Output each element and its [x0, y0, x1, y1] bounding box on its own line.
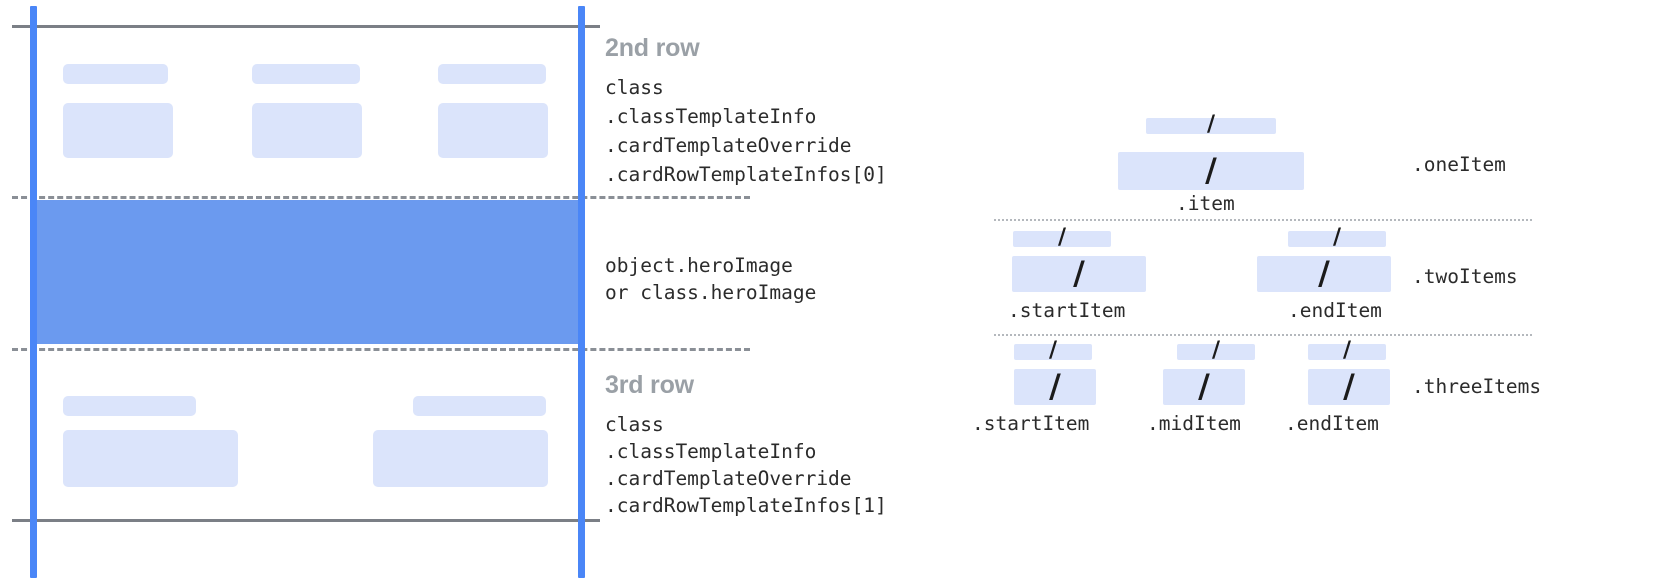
slash-glyph: / — [1198, 367, 1210, 405]
row3-code-line-1: class — [605, 413, 664, 436]
row2-code-line-1: class — [605, 76, 664, 99]
three-items-start-label-bar: / — [1014, 340, 1092, 362]
two-items-start-value-bar: / — [1012, 256, 1146, 292]
two-items-section-label: .twoItems — [1412, 265, 1518, 288]
card-top-rule — [12, 25, 600, 28]
three-items-end-value-bar: / — [1308, 369, 1390, 405]
row3-value-bar-1 — [63, 430, 238, 487]
one-item-section-label: .oneItem — [1412, 153, 1506, 176]
row2-label-bar-2 — [252, 64, 360, 84]
row2-label-bar-1 — [63, 64, 168, 84]
row2-code-line-3: .cardTemplateOverride — [605, 134, 852, 157]
hero-image-block — [33, 200, 583, 344]
one-item-value-bar: / — [1118, 152, 1304, 190]
row2-label-bar-3 — [438, 64, 546, 84]
two-items-end-value-bar: / — [1257, 256, 1391, 292]
two-items-end-label-bar: / — [1288, 227, 1386, 249]
row2-value-bar-2 — [252, 103, 362, 158]
section-divider-2 — [994, 334, 1532, 336]
slash-glyph: / — [1073, 254, 1085, 292]
hero-code-line-1: object.heroImage — [605, 254, 793, 277]
three-items-mid-value-bar: / — [1163, 369, 1245, 405]
slash-glyph: / — [1205, 151, 1217, 189]
hero-code-line-2: or class.heroImage — [605, 281, 817, 304]
row-separator-bottom — [12, 348, 750, 351]
row3-code-line-4: .cardRowTemplateInfos[1] — [605, 494, 887, 517]
two-items-start-label-bar: / — [1013, 227, 1111, 249]
slash-glyph: / — [1057, 225, 1067, 250]
left-edge-guide — [30, 6, 37, 578]
slash-glyph: / — [1049, 367, 1061, 405]
three-items-mid-label-bar: / — [1177, 340, 1255, 362]
three-items-start-value-bar: / — [1014, 369, 1096, 405]
slash-glyph: / — [1048, 338, 1058, 363]
slash-glyph: / — [1343, 367, 1355, 405]
section-divider-1 — [994, 219, 1532, 221]
three-items-end-label: .endItem — [1285, 412, 1379, 435]
one-item-label-bar: / — [1146, 114, 1276, 136]
slash-glyph: / — [1211, 338, 1221, 363]
three-items-mid-label: .midItem — [1147, 412, 1241, 435]
row2-code-line-4: .cardRowTemplateInfos[0] — [605, 163, 887, 186]
row3-label-bar-1 — [63, 396, 196, 416]
slash-glyph: / — [1342, 338, 1352, 363]
row2-value-bar-3 — [438, 103, 548, 158]
row3-value-bar-2 — [373, 430, 548, 487]
two-items-end-label: .endItem — [1288, 299, 1382, 322]
three-items-end-label-bar: / — [1308, 340, 1386, 362]
row2-heading: 2nd row — [605, 34, 700, 62]
slash-glyph: / — [1318, 254, 1330, 292]
three-items-section-label: .threeItems — [1412, 375, 1542, 398]
slash-glyph: / — [1206, 112, 1216, 137]
row3-label-bar-2 — [413, 396, 546, 416]
card-bottom-rule — [12, 519, 600, 522]
one-item-slot-label: .item — [1176, 192, 1235, 215]
three-items-start-label: .startItem — [972, 412, 1090, 435]
two-items-start-label: .startItem — [1008, 299, 1126, 322]
card-template-diagram: 2nd row class .classTemplateInfo .cardTe… — [12, 6, 887, 578]
row3-code-line-3: .cardTemplateOverride — [605, 467, 852, 490]
row2-value-bar-1 — [63, 103, 173, 158]
row3-heading: 3rd row — [605, 371, 694, 399]
slash-glyph: / — [1332, 225, 1342, 250]
row3-code-line-2: .classTemplateInfo — [605, 440, 817, 463]
row2-code-line-2: .classTemplateInfo — [605, 105, 817, 128]
row-separator-top — [12, 196, 750, 199]
right-edge-guide — [578, 6, 585, 578]
